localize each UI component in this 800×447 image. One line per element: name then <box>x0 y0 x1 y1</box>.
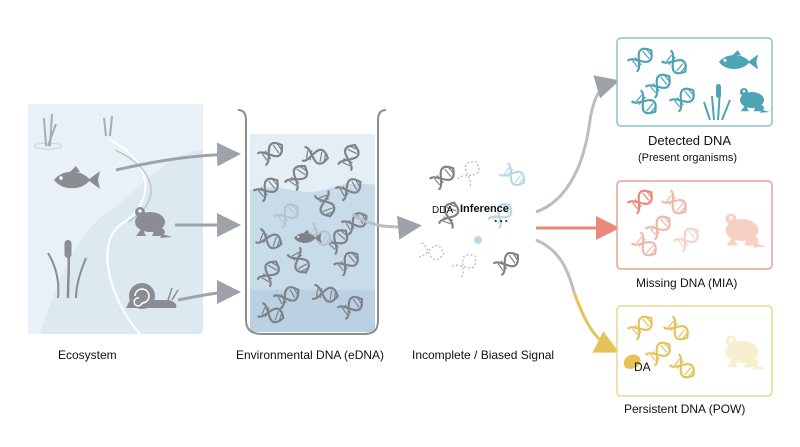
detected-subtitle: (Present organisms) <box>638 152 738 164</box>
snail-icon <box>126 283 179 309</box>
da-label: DA <box>634 360 651 374</box>
missing-box <box>616 180 773 270</box>
persistent-label: Persistent DNA (POW) <box>624 402 746 416</box>
signal-label: Incomplete / Biased Signal <box>412 348 555 362</box>
ellipsis-label: ... <box>494 211 511 225</box>
ecosystem-label: Ecosystem <box>58 348 117 362</box>
dda-label: DDA <box>432 205 454 216</box>
detected-title: Detected DNA <box>648 133 732 148</box>
ecosystem-panel <box>28 104 203 335</box>
persistent-box <box>616 305 773 397</box>
ecosystem-arrows <box>115 142 241 305</box>
edna-label: Environmental DNA (eDNA) <box>236 348 385 362</box>
beaker-to-signal-arrow <box>351 212 422 240</box>
edna-beaker <box>237 109 387 335</box>
branch-arrows <box>535 75 620 353</box>
signal-cluster <box>418 157 529 278</box>
detected-box <box>616 37 773 127</box>
missing-label: Missing DNA (MIA) <box>636 276 738 290</box>
inference-label: Inference <box>460 203 509 215</box>
